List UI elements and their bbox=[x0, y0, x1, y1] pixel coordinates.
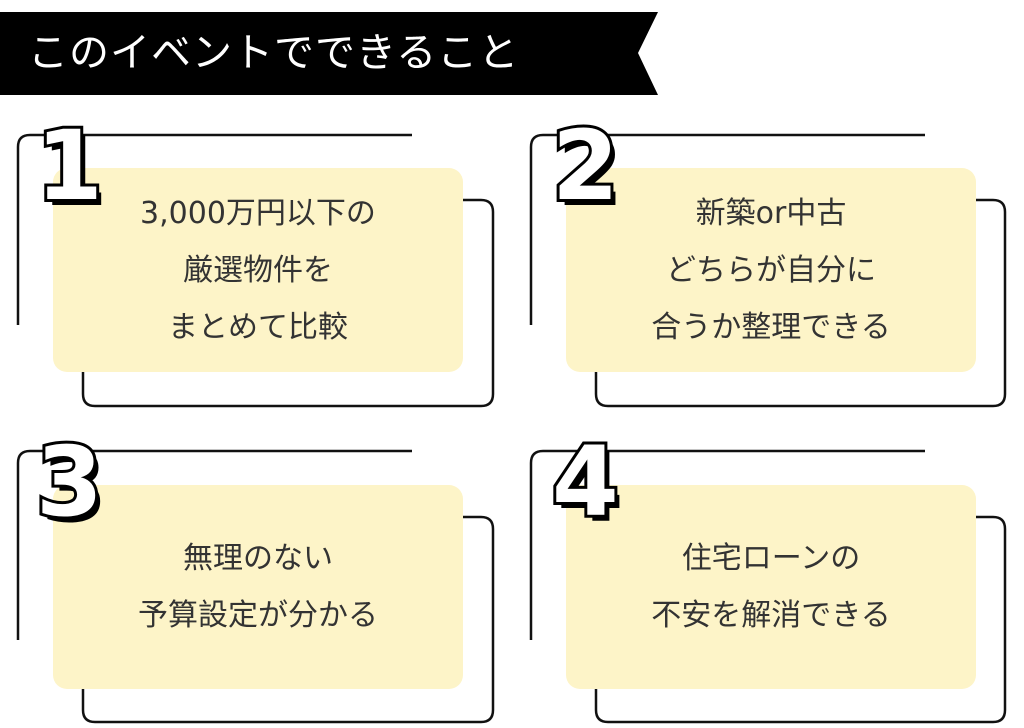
number-badge-3: 3 bbox=[33, 426, 106, 538]
card-line: 3,000万円以下の bbox=[140, 195, 376, 231]
title-banner-shape bbox=[0, 12, 658, 95]
card-text: 3,000万円以下の 厳選物件を まとめて比較 bbox=[140, 185, 376, 356]
card-text: 住宅ローンの 不安を解消できる bbox=[651, 530, 890, 644]
card-line: 不安を解消できる bbox=[651, 598, 891, 633]
card-text: 新築or中古 どちらが自分に 合うか整理できる bbox=[651, 185, 890, 356]
card-line: 無理のない bbox=[183, 541, 333, 576]
card-line: 住宅ローンの bbox=[681, 541, 861, 576]
title-banner: このイベントでできること bbox=[28, 30, 520, 76]
card-line: 予算設定が分かる bbox=[138, 598, 378, 633]
card-line: 合うか整理できる bbox=[651, 309, 891, 345]
card-line: 新築or中古 bbox=[695, 195, 847, 231]
card-line: 厳選物件を bbox=[182, 252, 333, 288]
card-line: まとめて比較 bbox=[167, 309, 348, 345]
number-badge-1: 1 bbox=[33, 110, 106, 222]
card-text: 無理のない 予算設定が分かる bbox=[138, 530, 378, 644]
feature-card-1: 3,000万円以下の 厳選物件を まとめて比較 bbox=[53, 168, 463, 372]
feature-card-3: 無理のない 予算設定が分かる bbox=[53, 485, 463, 689]
card-line: どちらが自分に bbox=[666, 252, 876, 288]
number-badge-4: 4 bbox=[549, 426, 622, 538]
number-badge-2: 2 bbox=[549, 110, 622, 222]
feature-card-2: 新築or中古 どちらが自分に 合うか整理できる bbox=[566, 168, 976, 372]
feature-card-4: 住宅ローンの 不安を解消できる bbox=[566, 485, 976, 689]
